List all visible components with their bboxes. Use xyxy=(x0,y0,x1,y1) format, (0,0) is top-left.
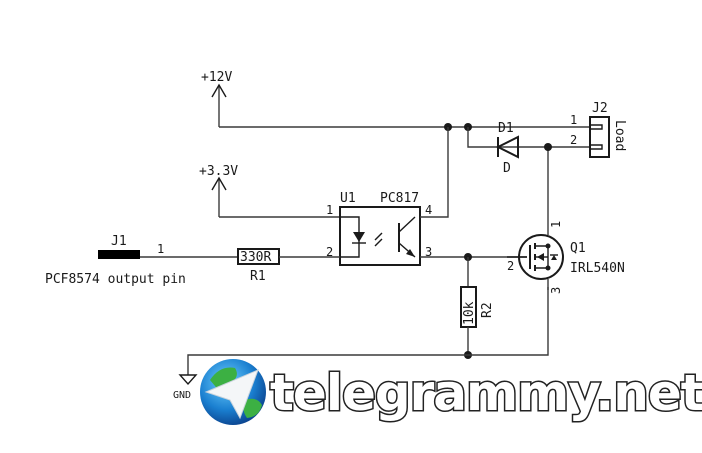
u1-pin-1: 1 xyxy=(326,203,333,217)
u1-pin-3: 3 xyxy=(425,245,432,259)
u1-ref: U1 xyxy=(340,191,356,206)
telegram-globe-icon xyxy=(200,359,266,425)
power-3v3: +3.3V xyxy=(199,164,238,217)
wire-gnd xyxy=(187,287,549,375)
u1-pin-2: 2 xyxy=(326,245,333,259)
light-arrows-icon xyxy=(374,232,383,247)
label-3v3: +3.3V xyxy=(199,164,238,179)
power-12v: +12V xyxy=(201,70,232,127)
label-gnd: GND xyxy=(173,390,191,401)
phototransistor-icon xyxy=(398,216,416,258)
connector-j1 xyxy=(98,250,140,259)
optocoupler-u1: U1 xyxy=(339,191,421,266)
u1-value: PC817 xyxy=(380,191,419,206)
j2-value: Load xyxy=(612,120,627,151)
j1-pin: 1 xyxy=(157,242,164,256)
q1-pin-1: 1 xyxy=(549,221,563,228)
diode-d1 xyxy=(495,135,519,159)
ground-icon xyxy=(178,374,198,386)
q1-pin-3: 3 xyxy=(549,287,563,294)
d1-ref: D1 xyxy=(498,121,514,136)
connector-j2 xyxy=(589,116,610,158)
j1-description: PCF8574 output pin xyxy=(45,272,186,287)
led-icon xyxy=(353,232,365,242)
watermark-text: telegrammy.net xyxy=(270,364,702,422)
j2-pin-2: 2 xyxy=(570,133,577,147)
q1-value: IRL540N xyxy=(570,261,625,276)
r2-ref: R2 xyxy=(480,302,495,318)
q1-ref: Q1 xyxy=(570,241,586,256)
j1-ref: J1 xyxy=(111,234,127,249)
wire-collector xyxy=(420,127,449,218)
q1-pin-2: 2 xyxy=(507,259,514,273)
r1-value: 330R xyxy=(240,250,271,265)
r2-value: 10k xyxy=(462,301,477,325)
mosfet-q1 xyxy=(507,234,564,280)
u1-pin-4: 4 xyxy=(425,203,432,217)
junction xyxy=(544,143,552,151)
j2-pin-1: 1 xyxy=(570,113,577,127)
j2-ref: J2 xyxy=(592,101,608,116)
label-12v: +12V xyxy=(201,70,232,85)
r1-ref: R1 xyxy=(250,269,266,284)
d1-value: D xyxy=(503,161,511,176)
